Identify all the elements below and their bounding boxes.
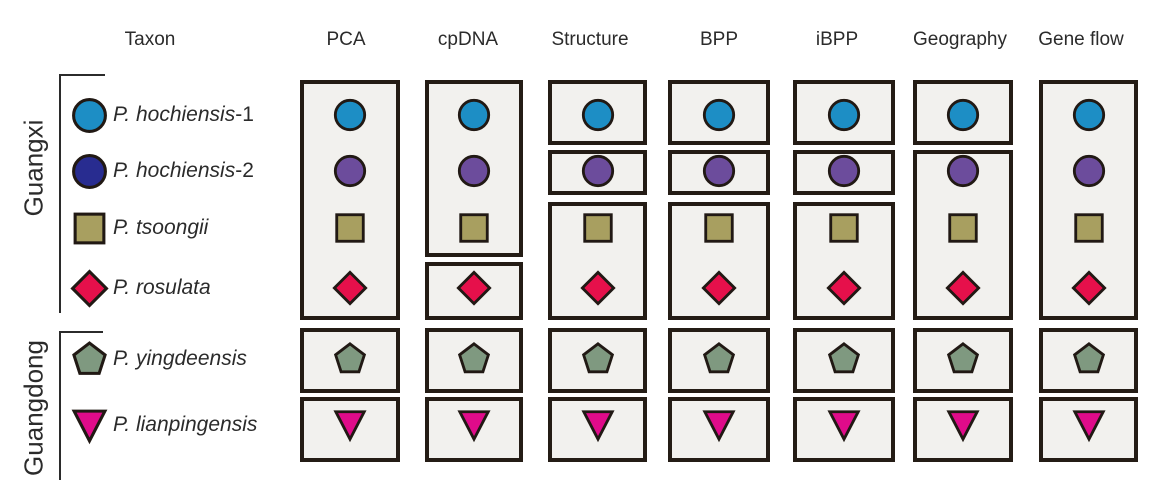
circle-matrix-icon — [826, 97, 862, 133]
circle-legend-icon — [70, 152, 109, 191]
pentagon-matrix-icon — [332, 341, 368, 377]
pentagon-matrix-icon — [826, 341, 862, 377]
triangle-down-matrix-icon — [1071, 407, 1107, 443]
region-bracket-hline — [59, 74, 105, 76]
circle-legend-icon — [70, 96, 109, 135]
circle-matrix-icon — [1071, 153, 1107, 189]
triangle-down-matrix-icon — [826, 407, 862, 443]
triangle-down-matrix-icon — [332, 407, 368, 443]
circle-matrix-icon — [580, 153, 616, 189]
column-header-pca: PCA — [326, 29, 366, 50]
group-box — [668, 397, 770, 462]
triangle-down-matrix-icon — [701, 407, 737, 443]
square-matrix-icon — [1071, 210, 1107, 246]
triangle-down-matrix-icon — [456, 407, 492, 443]
taxon-label: P. tsoongii — [113, 216, 208, 240]
diamond-matrix-icon — [826, 270, 862, 306]
circle-matrix-icon — [456, 97, 492, 133]
column-header-ibpp: iBPP — [815, 29, 859, 50]
column-header-gene-flow: Gene flow — [1038, 29, 1124, 50]
diamond-matrix-icon — [579, 270, 616, 306]
taxon-name: P. hochiensis — [113, 103, 236, 126]
region-bracket-vline — [59, 74, 61, 313]
taxon-name: P. yingdeensis — [113, 347, 247, 370]
square-matrix-icon — [580, 210, 616, 246]
taxon-name: P. lianpingensis — [113, 413, 258, 436]
triangle-down-matrix-icon — [580, 407, 616, 443]
square-matrix-icon — [826, 210, 862, 246]
region-bracket-vline — [59, 331, 61, 480]
region-bracket-hline — [59, 331, 103, 333]
pentagon-matrix-icon — [456, 341, 492, 377]
column-header-cpdna: cpDNA — [437, 29, 499, 50]
column-header-structure: Structure — [551, 29, 629, 50]
diamond-matrix-icon — [456, 270, 492, 306]
diamond-matrix-icon — [945, 270, 981, 306]
taxon-label: P. rosulata — [113, 276, 211, 300]
pentagon-matrix-icon — [701, 341, 737, 377]
circle-matrix-icon — [945, 97, 981, 133]
square-matrix-icon — [456, 210, 492, 246]
circle-matrix-icon — [332, 153, 368, 189]
diamond-legend-icon — [69, 268, 109, 308]
column-header-bpp: BPP — [699, 29, 739, 50]
taxon-label: P. lianpingensis — [113, 413, 257, 437]
taxon-label: P. hochiensis-2 — [113, 159, 254, 183]
pentagon-matrix-icon — [1071, 341, 1107, 377]
taxon-label: P. hochiensis-1 — [113, 103, 254, 127]
square-legend-icon — [70, 209, 109, 248]
region-label-guangxi: Guangxi — [18, 119, 49, 217]
triangle-down-legend-icon — [70, 406, 109, 445]
group-box — [793, 397, 895, 462]
pentagon-legend-icon — [70, 340, 109, 379]
square-matrix-icon — [332, 210, 368, 246]
circle-matrix-icon — [332, 97, 368, 133]
taxon-column-header: Taxon — [124, 29, 176, 50]
taxon-label: P. yingdeensis — [113, 347, 247, 371]
circle-matrix-icon — [701, 153, 737, 189]
group-box — [548, 80, 647, 145]
circle-matrix-icon — [826, 153, 862, 189]
taxon-name: P. tsoongii — [113, 216, 209, 239]
circle-matrix-icon — [945, 153, 981, 189]
circle-matrix-icon — [456, 153, 492, 189]
circle-matrix-icon — [701, 97, 737, 133]
square-matrix-icon — [701, 210, 737, 246]
pentagon-matrix-icon — [945, 341, 981, 377]
circle-matrix-icon — [1071, 97, 1107, 133]
diamond-matrix-icon — [701, 270, 737, 306]
region-label-guangdong: Guangdong — [18, 340, 49, 476]
pentagon-matrix-icon — [580, 341, 616, 377]
triangle-down-matrix-icon — [945, 407, 981, 443]
taxon-suffix: -2 — [235, 159, 254, 182]
group-box — [913, 397, 1013, 462]
diamond-matrix-icon — [1070, 270, 1107, 306]
column-header-geography: Geography — [912, 29, 1008, 50]
taxon-name: P. hochiensis — [113, 159, 236, 182]
diamond-matrix-icon — [332, 270, 368, 306]
taxon-name: P. rosulata — [113, 276, 211, 299]
group-box — [913, 328, 1013, 393]
square-matrix-icon — [945, 210, 981, 246]
taxon-suffix: -1 — [235, 103, 254, 126]
circle-matrix-icon — [580, 97, 616, 133]
